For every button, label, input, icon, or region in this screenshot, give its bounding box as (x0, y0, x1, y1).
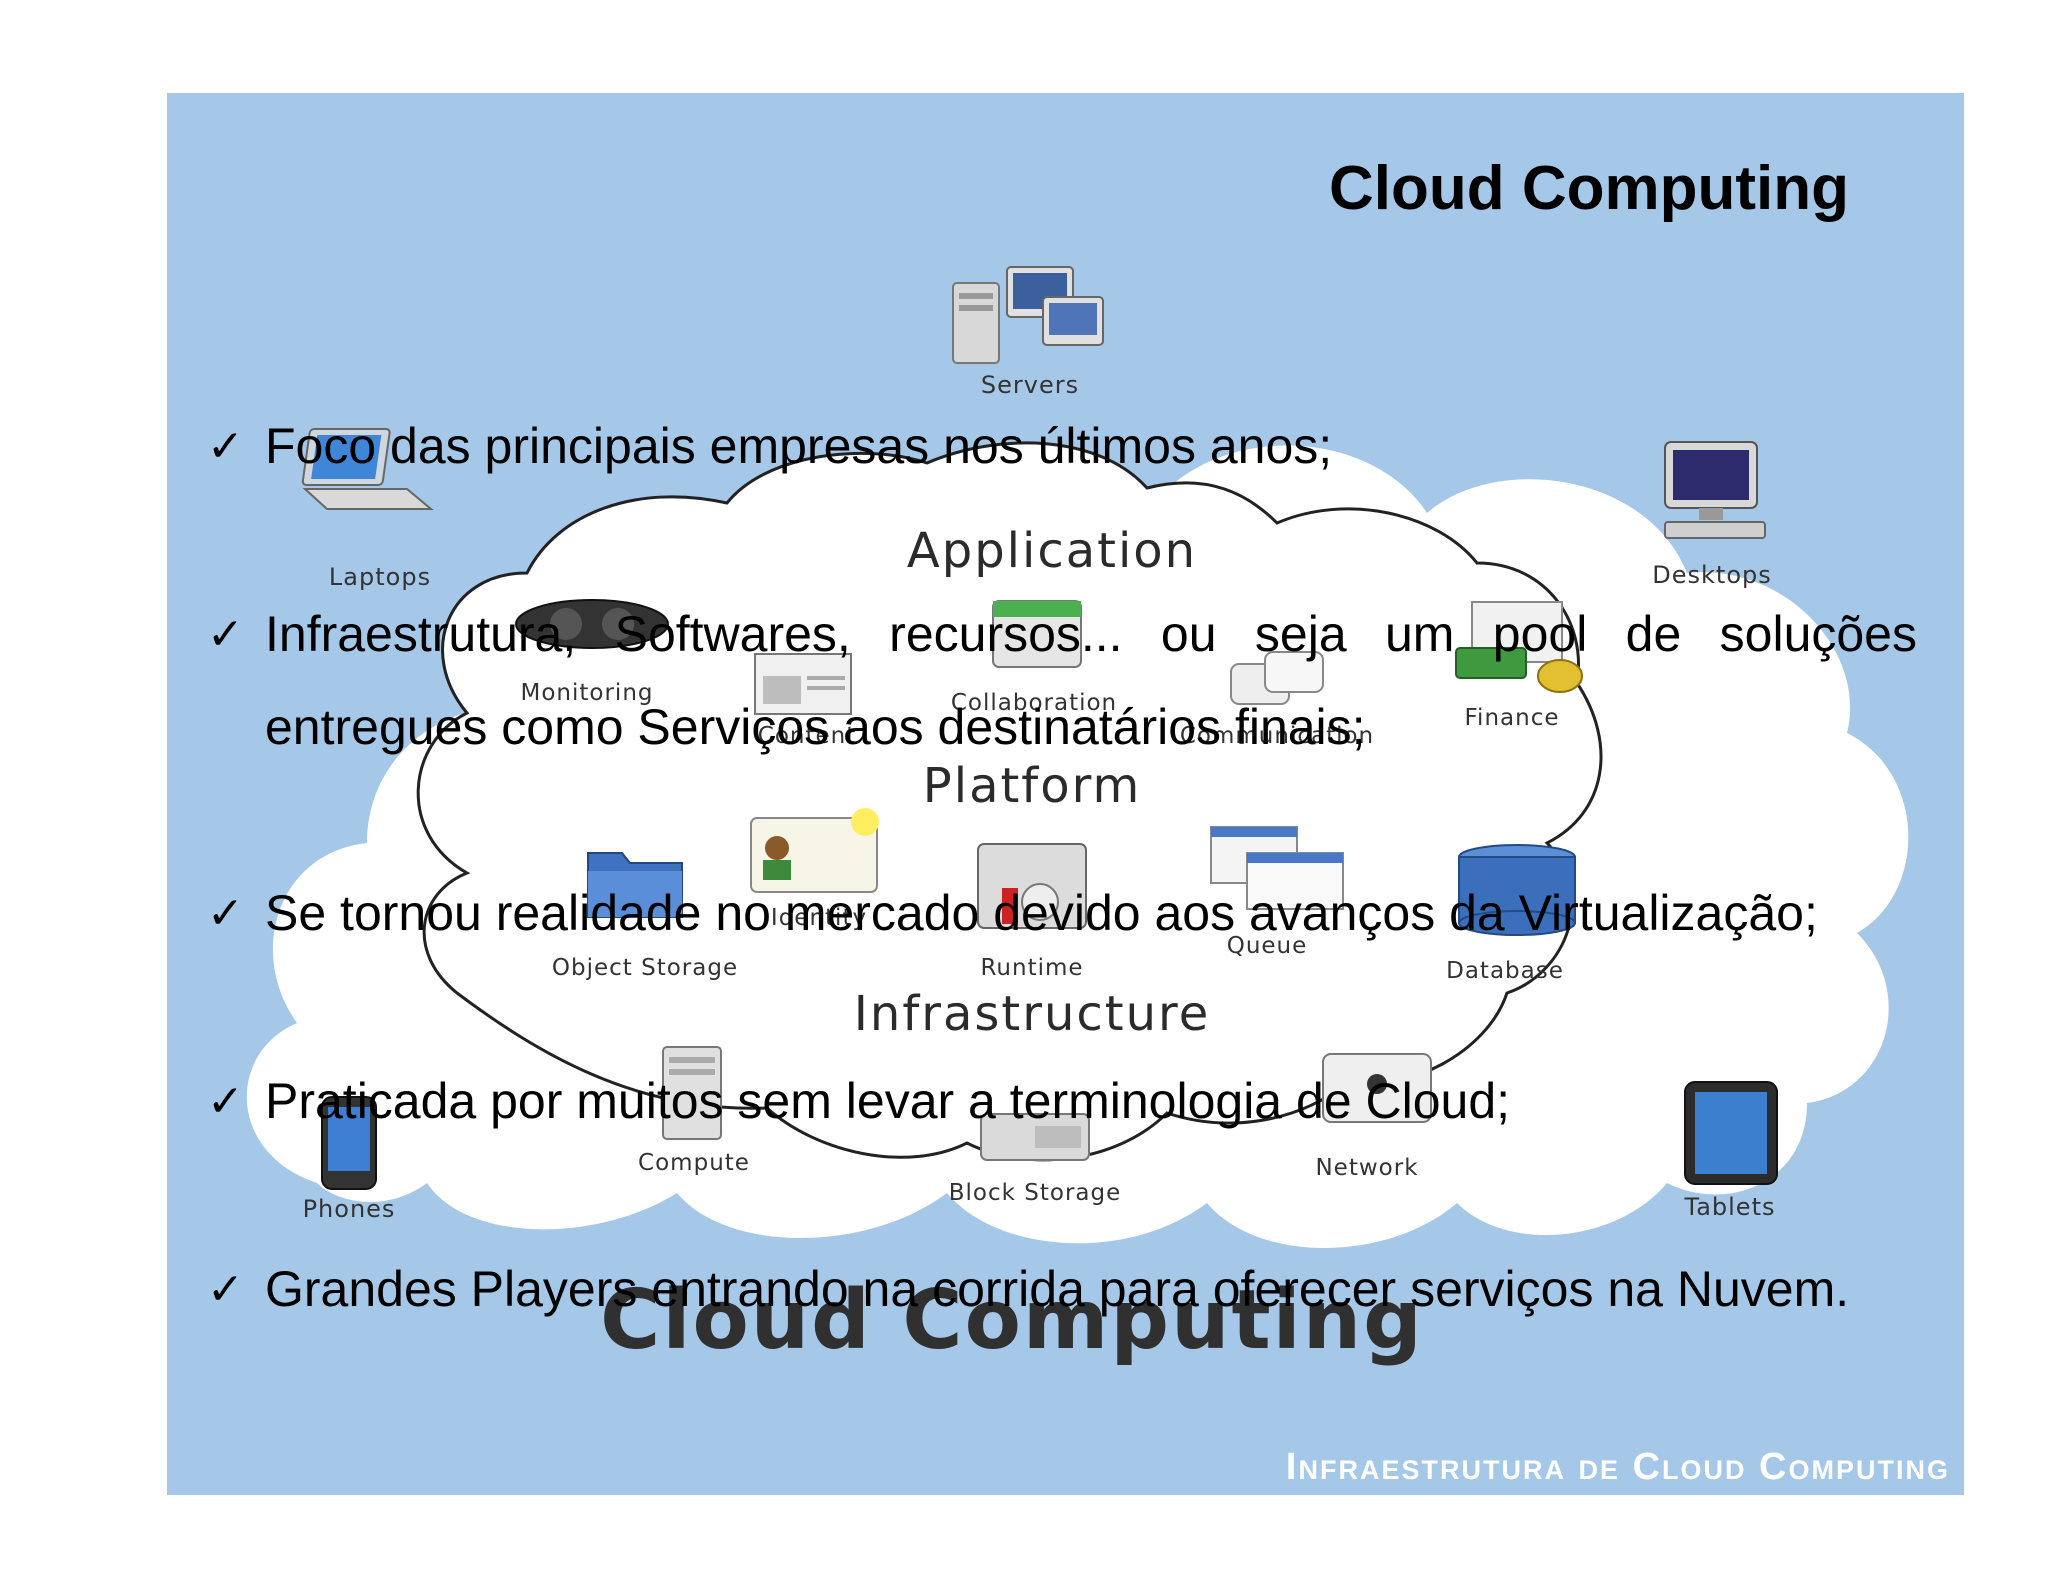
service-label-queue: Queue (1226, 933, 1308, 959)
bullet-text: Grandes Players entrando na corrida para… (265, 1261, 1850, 1317)
phone-icon (321, 1096, 377, 1190)
database-icon (1458, 844, 1576, 936)
device-label-desktops: Desktops (1652, 561, 1772, 589)
communication-icon (1230, 651, 1324, 705)
bullet-item: ✓ Praticada por muitos sem levar a termi… (207, 1055, 1917, 1148)
inner-cloud-outline (416, 441, 1603, 1162)
checkmark-icon: ✓ (207, 421, 244, 472)
slide: Servers Laptops Desktops Phones Tablets … (167, 93, 1964, 1495)
device-label-servers: Servers (980, 371, 1080, 399)
service-label-identity: Identity (770, 905, 868, 931)
content-icon (754, 653, 852, 715)
layer-label-platform: Platform (922, 758, 1142, 814)
tablet-icon (1684, 1081, 1778, 1185)
network-icon (1322, 1053, 1432, 1123)
diagram-brand-text: Cloud Computing (600, 1273, 1424, 1368)
bullet-item: ✓ Grandes Players entrando na corrida pa… (207, 1243, 1917, 1336)
device-label-phones: Phones (302, 1195, 396, 1223)
service-label-database: Database (1446, 958, 1564, 984)
bullet-item: ✓ Infraestrutura, Softwares, recursos...… (207, 588, 1917, 774)
slide-footer: Infraestrutura de Cloud Computing (1285, 1446, 1950, 1488)
service-label-collaboration: Collaboration (950, 690, 1118, 716)
laptop-icon (301, 428, 434, 510)
runtime-icon (977, 843, 1087, 929)
identity-icon (750, 808, 879, 893)
bullet-text: Se tornou realidade no mercado devido ao… (265, 885, 1818, 941)
slide-title: Cloud Computing (1329, 154, 1849, 223)
bullet-text: Foco das principais empresas nos últimos… (265, 418, 1333, 474)
compute-icon (662, 1046, 722, 1140)
servers-icon (952, 266, 1104, 364)
finance-icon (1455, 601, 1583, 693)
checkmark-icon: ✓ (207, 1076, 244, 1127)
monitoring-icon (515, 599, 669, 649)
device-label-tablets: Tablets (1684, 1193, 1776, 1221)
service-label-compute: Compute (638, 1150, 750, 1176)
service-label-communication: Communication (1179, 723, 1375, 749)
layer-label-infrastructure: Infrastructure (853, 986, 1211, 1042)
service-label-block-storage: Block Storage (948, 1180, 1122, 1206)
object-storage-icon (587, 852, 683, 918)
checkmark-icon: ✓ (207, 609, 244, 660)
checkmark-icon: ✓ (207, 1264, 244, 1315)
checkmark-icon: ✓ (207, 888, 244, 939)
layer-label-application: Application (906, 523, 1198, 579)
service-label-object-storage: Object Storage (551, 955, 739, 981)
service-label-network: Network (1315, 1155, 1419, 1181)
bullet-item: ✓ Foco das principais empresas nos últim… (207, 400, 1917, 493)
service-label-finance: Finance (1464, 705, 1560, 731)
desktop-icon (1664, 441, 1766, 539)
block-storage-icon (980, 1113, 1090, 1161)
bullet-text: Infraestrutura, Softwares, recursos... o… (265, 606, 1917, 755)
device-label-laptops: Laptops (328, 563, 432, 591)
collaboration-icon (992, 600, 1082, 668)
queue-icon (1210, 826, 1344, 910)
service-label-runtime: Runtime (980, 955, 1084, 981)
service-label-content: Content (757, 723, 857, 749)
bullet-text: Praticada por muitos sem levar a termino… (265, 1073, 1511, 1129)
service-label-monitoring: Monitoring (520, 680, 654, 706)
bullet-item: ✓ Se tornou realidade no mercado devido … (207, 867, 1917, 960)
